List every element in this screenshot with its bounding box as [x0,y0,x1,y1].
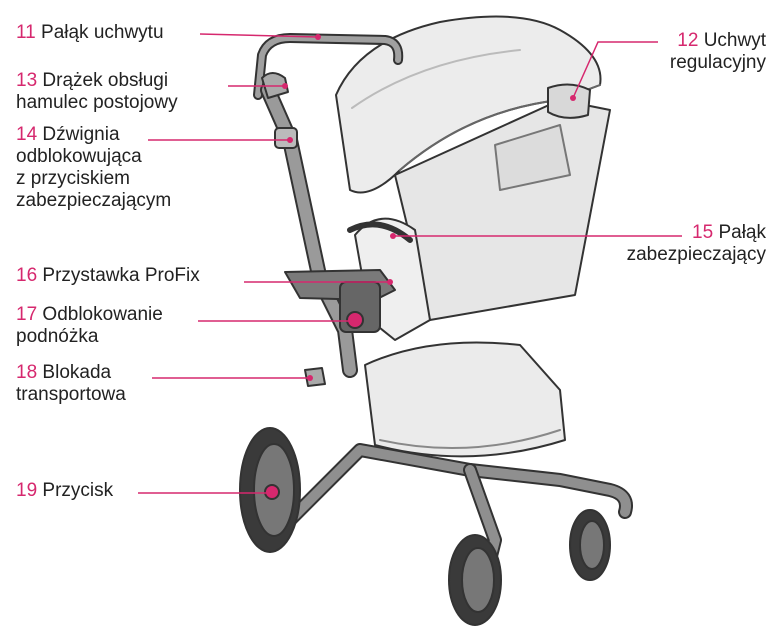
label-13-number: 13 [16,70,37,91]
label-17-line-2: podnóżka [16,326,163,348]
label-11-text: Pałąk uchwytu [41,22,164,43]
adjust-handle [548,84,590,117]
label-12-line-1: Uchwyt [704,30,766,51]
label-17: 17 Odblokowanie podnóżka [16,304,163,348]
label-14-line-3: z przyciskiem [16,168,171,190]
label-19-text: Przycisk [42,480,113,501]
label-18-line-2: transportowa [16,384,126,406]
label-13-line-1: Drążek obsługi [42,70,168,91]
label-14-number: 14 [16,124,37,145]
basket [365,343,565,457]
label-18-number: 18 [16,362,37,383]
label-15: 15 Pałąk zabezpieczający [627,222,766,266]
label-11: 11 Pałąk uchwytu [16,22,164,44]
label-16-number: 16 [16,265,37,286]
label-15-number: 15 [692,222,713,243]
label-19-number: 19 [16,480,37,501]
label-12-line-2: regulacyjny [670,52,766,74]
front-wheel-left [449,535,501,625]
label-17-number: 17 [16,304,37,325]
label-14: 14 Dźwignia odblokowująca z przyciskiem … [16,124,171,212]
label-12: 12 Uchwyt regulacyjny [670,30,766,74]
label-14-line-1: Dźwignia [42,124,119,145]
label-13: 13 Drążek obsługi hamulec postojowy [16,70,178,114]
label-16: 16 Przystawka ProFix [16,265,200,287]
label-11-number: 11 [16,22,36,43]
label-15-line-2: zabezpieczający [627,244,766,266]
label-13-line-2: hamulec postojowy [16,92,178,114]
label-12-number: 12 [677,30,698,51]
label-17-line-1: Odblokowanie [42,304,162,325]
label-18-line-1: Blokada [42,362,111,383]
label-15-line-1: Pałąk [718,222,766,243]
release-lever [275,128,297,148]
front-wheel-right [570,510,610,580]
label-19: 19 Przycisk [16,480,113,502]
label-14-line-4: zabezpieczającym [16,190,171,212]
label-16-text: Przystawka ProFix [42,265,199,286]
label-18: 18 Blokada transportowa [16,362,126,406]
label-14-line-2: odblokowująca [16,146,171,168]
